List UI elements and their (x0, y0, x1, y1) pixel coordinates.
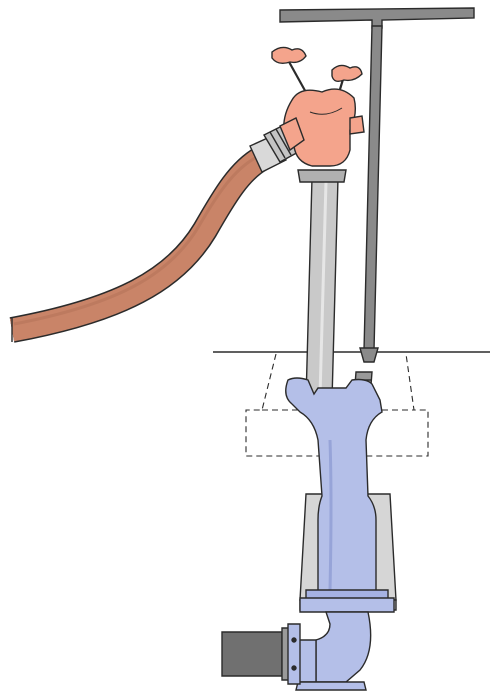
inlet-pipe (222, 624, 300, 684)
standpipe (298, 170, 346, 400)
garden-hose (12, 158, 262, 342)
